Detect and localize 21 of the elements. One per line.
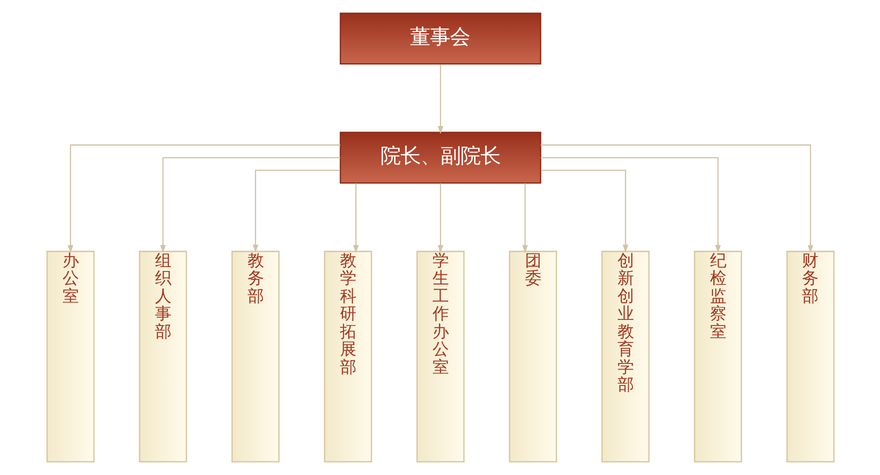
arrow: [352, 183, 358, 254]
arrow: [437, 183, 443, 254]
node-box: 团委: [508, 250, 557, 462]
node-box: 组织人事部: [138, 250, 187, 462]
arrow: [540, 170, 628, 253]
node-box: 学生工作办公室: [416, 250, 464, 462]
arrow: [252, 170, 340, 253]
node-box: 办公室: [46, 250, 94, 462]
arrow: [437, 64, 443, 134]
arrow: [160, 157, 340, 254]
node-box: 董事会: [339, 12, 541, 65]
node-box: 教学科研拓展部: [323, 250, 372, 462]
node-box: 纪检监察室: [693, 250, 742, 462]
node-box: 院长、副院长: [339, 132, 541, 184]
node-box: 创新创业教育学部: [600, 250, 650, 462]
arrow: [67, 144, 340, 254]
node-box: 教务部: [230, 250, 280, 462]
arrow: [540, 157, 720, 254]
node-box: 财务部: [786, 250, 834, 462]
arrow: [522, 183, 528, 254]
arrow: [540, 144, 813, 254]
